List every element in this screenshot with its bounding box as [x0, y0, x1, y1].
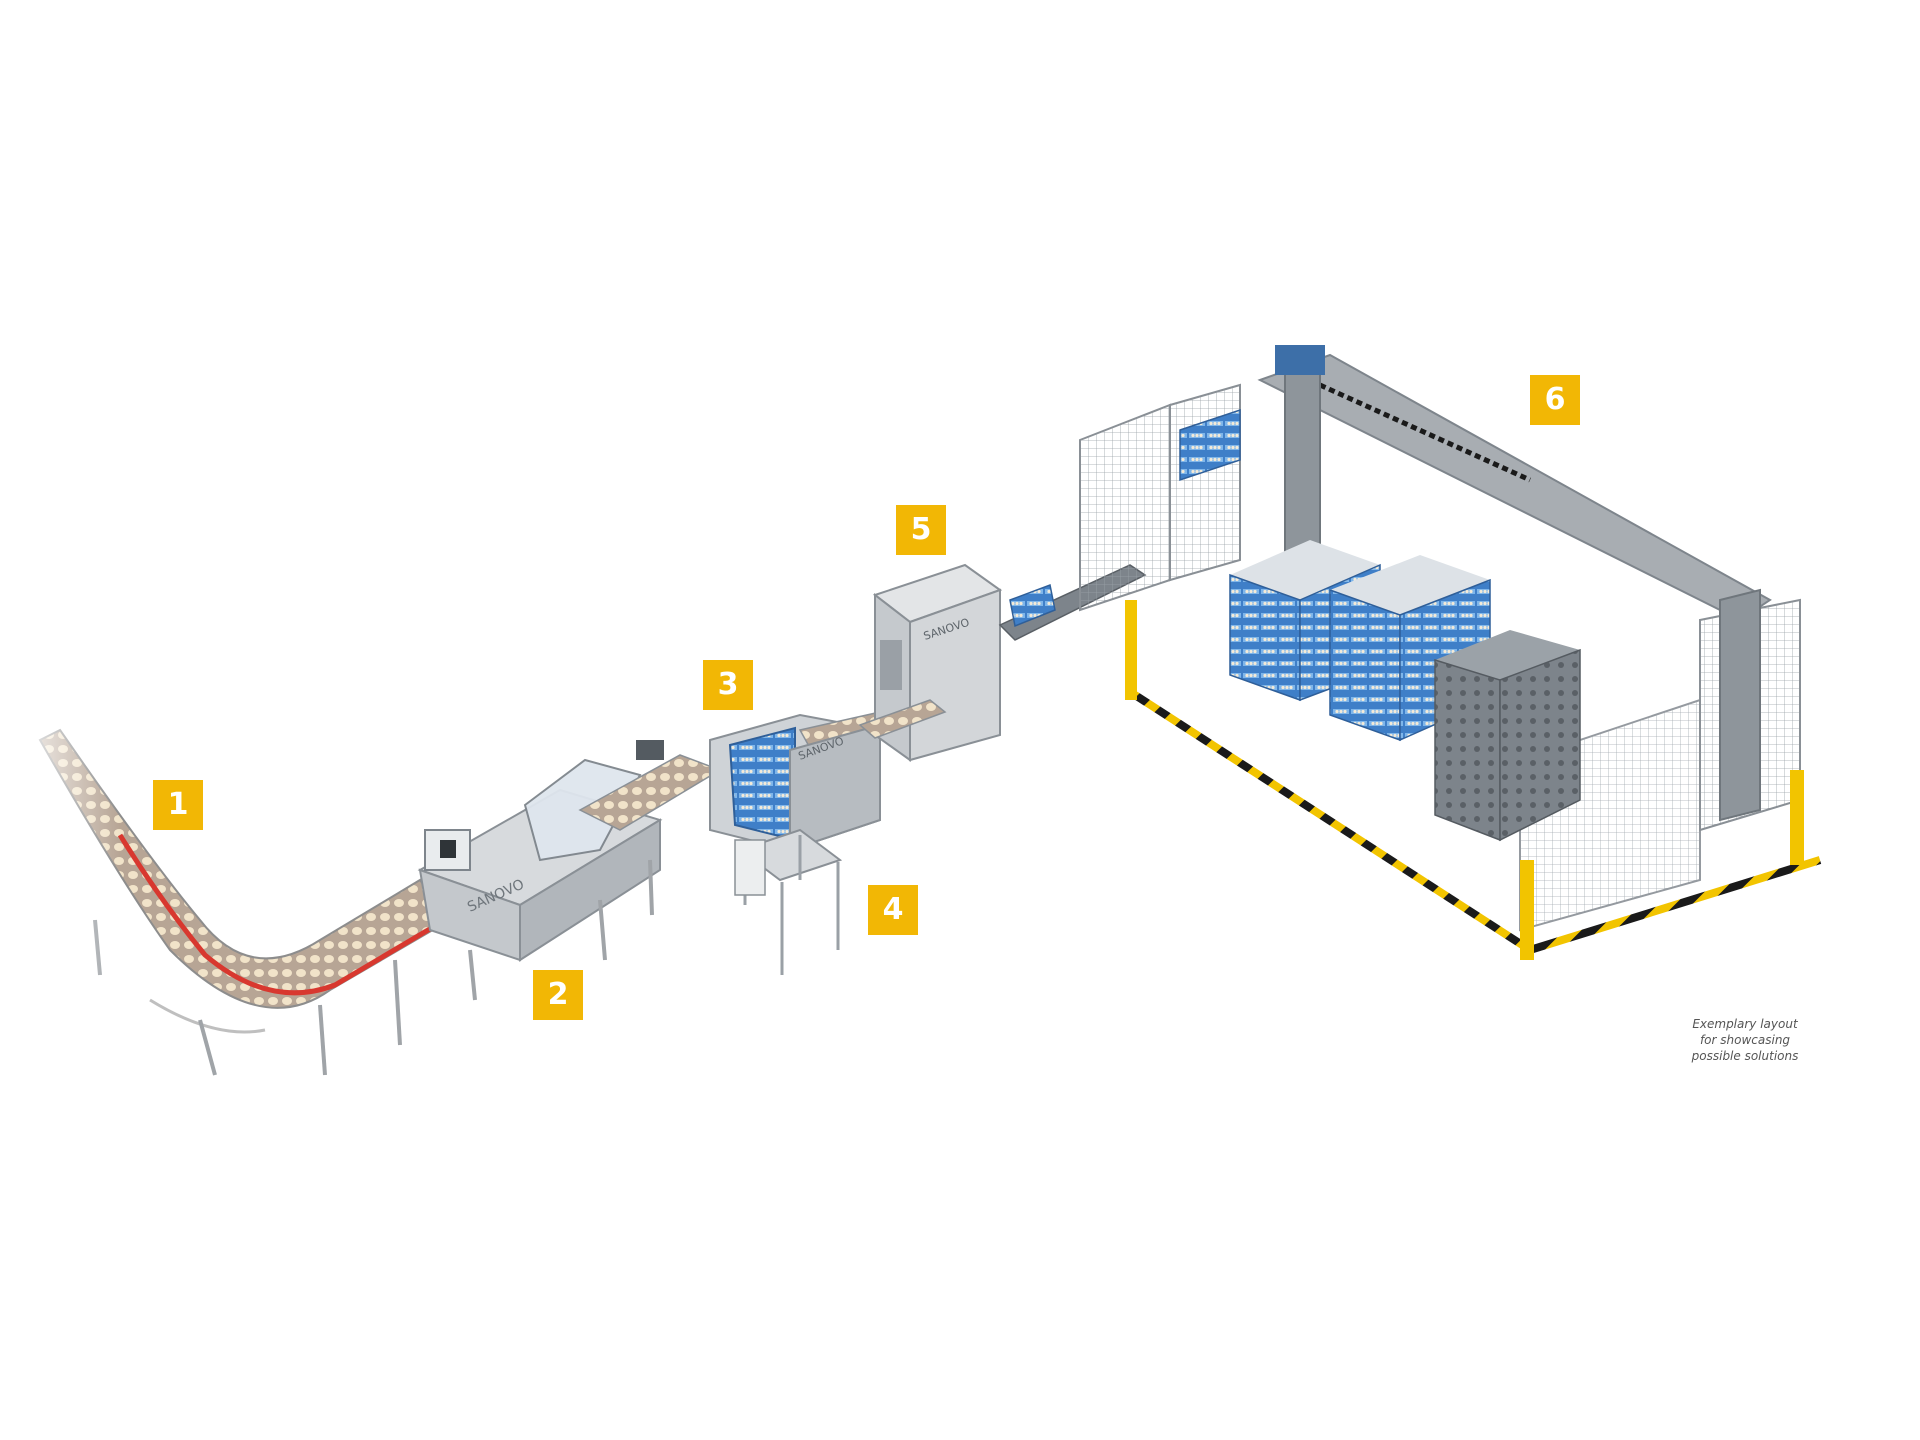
station-number-2: 2 [547, 977, 569, 1012]
egg-loader-machine: SANOVO [417, 740, 722, 1001]
station-number-5: 5 [910, 512, 932, 547]
badge-shape-3 [703, 660, 753, 710]
egg-conveyor [0, 720, 452, 1076]
palletizing-cell [1079, 345, 1822, 960]
station-number-1: 1 [167, 787, 189, 822]
station-badges [153, 375, 1580, 1020]
station-number-4: 4 [882, 892, 904, 927]
badge-shape-5 [896, 505, 946, 555]
station-number-3: 3 [717, 667, 739, 702]
layout-caption: Exemplary layout for showcasing possible… [1691, 1017, 1799, 1063]
badge-shape-1 [153, 780, 203, 830]
badge-shape-4 [868, 885, 918, 935]
badge-shape-6 [1530, 375, 1580, 425]
badge-shape-2 [533, 970, 583, 1020]
control-cabinet: SANOVO [858, 563, 1003, 762]
crate-transfer-stand [734, 828, 843, 975]
station-number-6: 6 [1544, 382, 1566, 417]
